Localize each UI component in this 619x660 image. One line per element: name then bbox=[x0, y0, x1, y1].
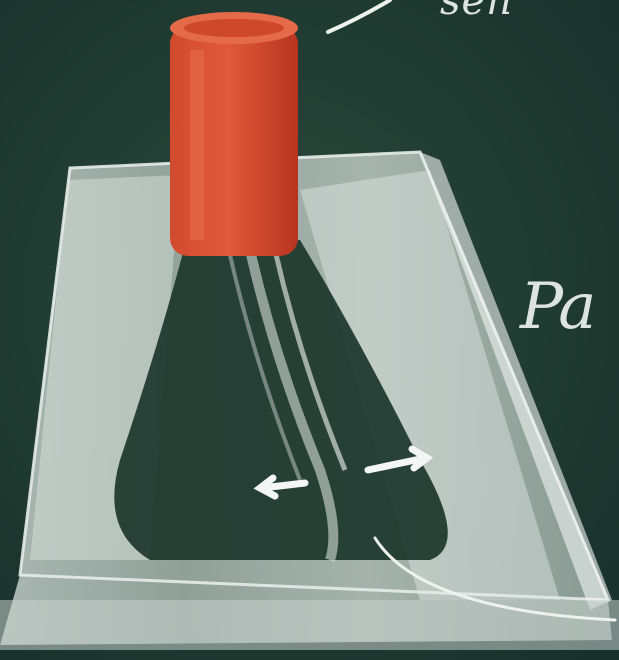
red-cap bbox=[170, 12, 298, 256]
chalk-label-right: Pa bbox=[520, 270, 594, 344]
chalk-label-top: sen bbox=[440, 0, 513, 24]
